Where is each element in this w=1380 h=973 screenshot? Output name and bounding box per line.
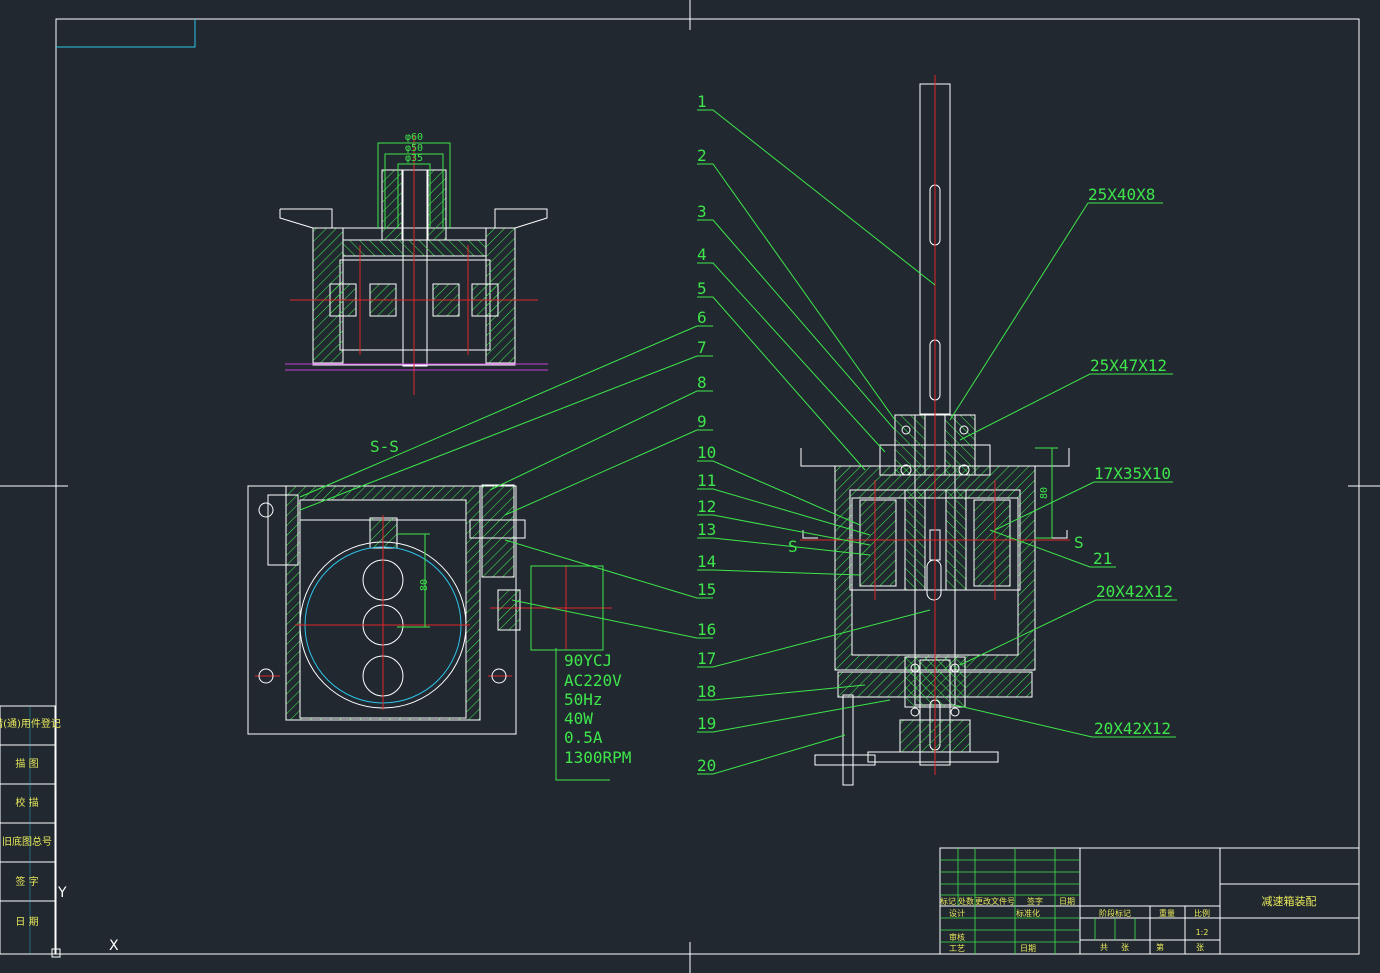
part-number-7: 7	[697, 338, 707, 357]
tb-header-date: 日期	[1059, 897, 1075, 906]
part-number-5: 5	[697, 279, 707, 298]
tb-row-process: 工艺	[949, 944, 965, 953]
dim-phi35: φ35	[405, 153, 423, 164]
tb-row-standardization: 标准化	[1016, 908, 1040, 918]
leader-lines	[299, 109, 1177, 775]
tb-header-count: 处数	[958, 896, 974, 906]
part-number-labels: 1 2 3 4 5 6 7 8 9 10 11 12 13 14 15 16 1…	[697, 92, 1112, 775]
part-number-19: 19	[697, 714, 716, 733]
tb-sheet-total: 共	[1100, 943, 1108, 952]
section-marker-right: S	[1074, 533, 1084, 552]
tb-row-date: 日期	[1020, 944, 1036, 953]
part-number-17: 17	[697, 649, 716, 668]
top-section-view: φ60 φ50 φ35	[279, 132, 548, 395]
part-number-3: 3	[697, 202, 707, 221]
part-number-21: 21	[1093, 549, 1112, 568]
ucs-x-label: X	[109, 938, 119, 954]
tb-weight: 重量	[1159, 908, 1175, 918]
ucs-y-label: Y	[57, 885, 67, 901]
part-number-8: 8	[697, 373, 707, 392]
bearing-label-20x42x12-upper: 20X42X12	[1096, 582, 1173, 601]
part-number-15: 15	[697, 580, 716, 599]
part-number-14: 14	[697, 552, 716, 571]
dim-phi50: φ50	[405, 143, 423, 154]
motor-spec-current: 0.5A	[564, 728, 603, 747]
part-number-20: 20	[697, 756, 716, 775]
tb-header-signature: 签字	[1027, 896, 1043, 906]
part-number-10: 10	[697, 443, 716, 462]
part-number-6: 6	[697, 308, 707, 327]
side-label-date: 日 期	[15, 916, 38, 928]
dim-phi60: φ60	[405, 132, 423, 143]
dim-80-main: 80	[1039, 487, 1050, 499]
title-block: 标记 处数 更改文件号 签字 日期 设计 标准化 审核 工艺 日期 阶段标记 重…	[939, 847, 1360, 955]
part-number-9: 9	[697, 412, 707, 431]
side-label-tracing: 描 图	[15, 757, 38, 770]
part-number-18: 18	[697, 682, 716, 701]
part-number-4: 4	[697, 245, 707, 264]
section-label-ss: S-S	[370, 437, 399, 456]
side-label-signature: 签 字	[15, 875, 38, 888]
bearing-label-20x42x12-lower: 20X42X12	[1094, 719, 1171, 738]
bearing-label-25x47x12: 25X47X12	[1090, 356, 1167, 375]
motor-spec-frequency: 50Hz	[564, 690, 603, 709]
tb-sheet-unit-1: 张	[1121, 943, 1129, 952]
side-block: 借(通)用件登记 描 图 校 描 旧底图总号 签 字 日 期	[0, 705, 61, 955]
motor-spec-model: 90YCJ	[564, 651, 612, 670]
motor-spec-block: 90YCJ AC220V 50Hz 40W 0.5A 1300RPM	[564, 651, 631, 767]
part-number-11: 11	[697, 471, 716, 490]
bearing-label-17x35x10: 17X35X10	[1094, 464, 1171, 483]
tb-row-review: 审核	[949, 932, 965, 942]
main-assembly-view: 80 S S	[788, 75, 1084, 786]
motor-spec-power: 40W	[564, 709, 593, 728]
corner-tag	[56, 19, 196, 48]
part-number-2: 2	[697, 146, 707, 165]
drawing-title: 减速箱装配	[1262, 894, 1317, 908]
tb-header-change-doc: 更改文件号	[975, 896, 1015, 906]
bearing-labels: 25X40X8 25X47X12 17X35X10 20X42X12 20X42…	[1088, 185, 1173, 738]
tb-scale-value: 1:2	[1196, 928, 1209, 937]
part-number-1: 1	[697, 92, 707, 111]
tb-row-design: 设计	[949, 908, 965, 918]
tb-scale-label: 比例	[1194, 908, 1210, 918]
side-label-check: 校 描	[15, 796, 38, 809]
tb-sheet-unit-2: 张	[1196, 943, 1204, 952]
tb-sheet-no: 第	[1156, 942, 1164, 952]
motor-spec-speed: 1300RPM	[564, 748, 631, 767]
part-number-13: 13	[697, 520, 716, 539]
part-number-12: 12	[697, 497, 716, 516]
tb-header-mark: 标记	[940, 896, 956, 906]
bearing-label-25x40x8: 25X40X8	[1088, 185, 1155, 204]
ucs-icon: Y X	[51, 885, 119, 958]
ss-section-view: S-S 80 90Y	[247, 437, 631, 781]
tb-stage-mark: 阶段标记	[1099, 908, 1131, 918]
dim-80-side: 80	[419, 579, 430, 591]
side-label-old-number: 旧底图总号	[2, 835, 52, 848]
part-number-16: 16	[697, 620, 716, 639]
motor-spec-voltage: AC220V	[564, 671, 622, 690]
side-label-registry: 借(通)用件登记	[0, 717, 61, 730]
